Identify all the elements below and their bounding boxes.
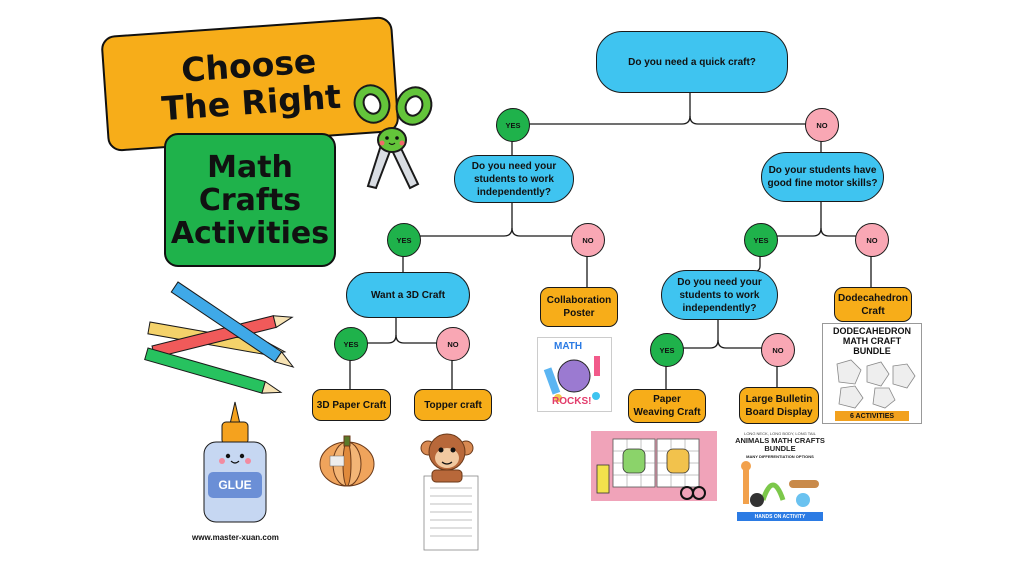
no-node-1: NO [805,108,839,142]
website-url: www.master-xuan.com [192,533,279,542]
question-fine-motor-skills: Do your students have good fine motor sk… [761,152,884,202]
question-quick-craft: Do you need a quick craft? [596,31,788,93]
no-node-2: NO [571,223,605,257]
no-node-5: NO [761,333,795,367]
outcome-paper-weaving-craft: Paper Weaving Craft [628,389,706,423]
collaboration-poster-image: MATH ROCKS! [537,337,612,412]
yes-node-1: YES [496,108,530,142]
outcome-topper-craft: Topper craft [414,389,492,421]
monkey-topper-image [414,428,482,552]
dodecahedron-bundle-image: DODECAHEDRON MATH CRAFT BUNDLE 6 ACTIVIT… [822,323,922,424]
dodeca-title-text: DODECAHEDRON MATH CRAFT BUNDLE [832,326,911,356]
yes-node-4: YES [334,327,368,361]
animals-top-text: LONG NECK, LONG BODY, LONG TAIL [744,431,816,436]
title-math-crafts-activities: Math Crafts Activities [164,133,336,267]
outcome-dodecahedron-craft: Dodecahedron Craft [834,287,912,322]
dodeca-sub-banner: 6 ACTIVITIES [835,411,909,421]
no-node-3: NO [855,223,889,257]
animals-sub-text: MANY DIFFERENTIATION OPTIONS [746,454,814,459]
yes-node-2: YES [387,223,421,257]
poster-math-text: MATH [554,341,583,352]
animals-title-text: ANIMALS MATH CRAFTS BUNDLE [735,436,825,453]
question-work-independently: Do you need your students to work indepe… [454,155,574,203]
paper-weaving-image [591,431,717,501]
question-3d-craft: Want a 3D Craft [346,272,470,318]
pumpkin-craft-image [319,435,375,487]
animals-banner: HANDS ON ACTIVITY [737,512,823,521]
title-line-2: Math Crafts Activities [170,149,330,251]
no-node-4: NO [436,327,470,361]
poster-rocks-text: ROCKS! [552,396,592,407]
outcome-3d-paper-craft: 3D Paper Craft [312,389,391,421]
outcome-large-bulletin-board: Large Bulletin Board Display [739,387,819,424]
glue-bottle-icon: GLUE [198,400,272,526]
colored-pencils-icon [144,281,295,394]
question-work-independently-2: Do you need your students to work indepe… [661,270,778,320]
animals-bundle-image: LONG NECK, LONG BODY, LONG TAIL ANIMALS … [733,430,827,522]
yes-node-5: YES [650,333,684,367]
yes-node-3: YES [744,223,778,257]
outcome-collaboration-poster: Collaboration Poster [540,287,618,327]
scissors-icon [353,84,433,190]
title-line-1: Choose The Right [160,41,343,129]
glue-label: GLUE [218,478,252,492]
